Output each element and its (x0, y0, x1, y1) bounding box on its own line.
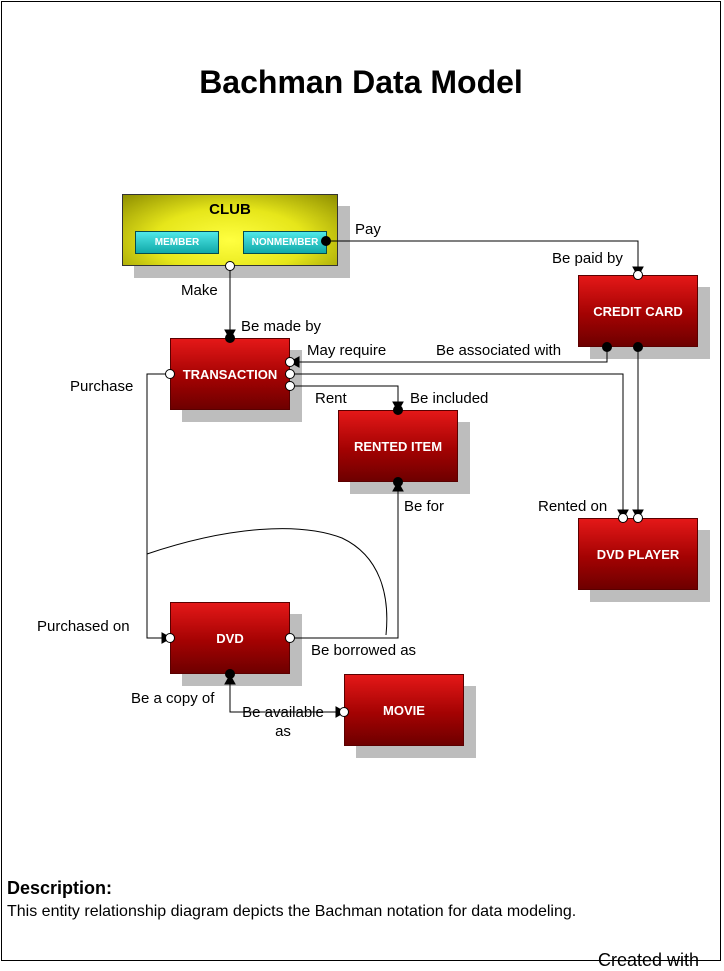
credit-card-assoc-origin (602, 342, 612, 352)
rented-item-included-end (393, 405, 403, 415)
footer-text: Created with (598, 950, 700, 970)
member-subtype[interactable]: MEMBER (135, 231, 219, 254)
movie-available-end (339, 707, 349, 717)
club-make-origin (225, 261, 235, 271)
label-be-borrowed-as: Be borrowed as (311, 642, 417, 659)
description-text: This entity relationship diagram depicts… (7, 903, 577, 920)
credit-card-dvdplayer-origin (633, 342, 643, 352)
label-pay: Pay (355, 221, 381, 238)
label-rent: Rent (315, 390, 347, 407)
label-be-paid-by: Be paid by (552, 250, 623, 267)
borrowed-connector (290, 482, 399, 639)
dvd-borrowed-origin (285, 633, 295, 643)
label-purchased-on: Purchased on (37, 618, 130, 635)
rented-item-entity[interactable]: RENTED ITEM (338, 410, 458, 482)
dvd-purchased-end (165, 633, 175, 643)
page-title: Bachman Data Model (199, 64, 523, 100)
movie-entity[interactable]: MOVIE (344, 674, 464, 746)
transaction-purchase-origin (165, 369, 175, 379)
dvd-player-entity[interactable]: DVD PLAYER (578, 518, 698, 590)
rented-item-for-end (393, 477, 403, 487)
label-be-available-line1: Be available (242, 704, 324, 721)
label-be-for: Be for (404, 498, 445, 515)
club-pay-origin (321, 236, 331, 246)
pay-connector (326, 240, 639, 267)
arrowhead-dvd-bottom (224, 673, 236, 685)
club-entity[interactable]: CLUB MEMBER NONMEMBER (122, 194, 338, 266)
transaction-entity[interactable]: TRANSACTION (170, 338, 290, 410)
transaction-require-origin (285, 357, 295, 367)
copy-connector (229, 674, 336, 713)
label-be-available-line2: as (275, 723, 291, 740)
dvd-player-rented-end-2 (633, 513, 643, 523)
dvd-copy-origin (225, 669, 235, 679)
transaction-dvdplayer-connector (290, 373, 624, 510)
label-be-associated-with: Be associated with (436, 342, 562, 359)
label-be-available-as: Be available as (238, 704, 328, 740)
credit-card-paid-end (633, 270, 643, 280)
label-be-included: Be included (410, 390, 489, 407)
label-make: Make (181, 282, 218, 299)
transaction-rent-origin (285, 381, 295, 391)
rent-connector (290, 385, 399, 402)
label-be-a-copy-of: Be a copy of (131, 690, 215, 707)
club-label: CLUB (209, 201, 251, 218)
label-purchase: Purchase (70, 378, 134, 395)
label-rented-on: Rented on (538, 498, 608, 515)
dvd-player-rented-end-1 (618, 513, 628, 523)
purchase-connector (146, 373, 170, 639)
dvd-entity[interactable]: DVD (170, 602, 290, 674)
transaction-made-end (225, 333, 235, 343)
transaction-dvdplayer-origin (285, 369, 295, 379)
description-heading: Description: (7, 878, 113, 898)
label-be-made-by: Be made by (241, 318, 322, 335)
nonmember-subtype[interactable]: NONMEMBER (243, 231, 327, 254)
label-may-require: May require (307, 342, 387, 359)
freehand-curve (146, 528, 388, 636)
